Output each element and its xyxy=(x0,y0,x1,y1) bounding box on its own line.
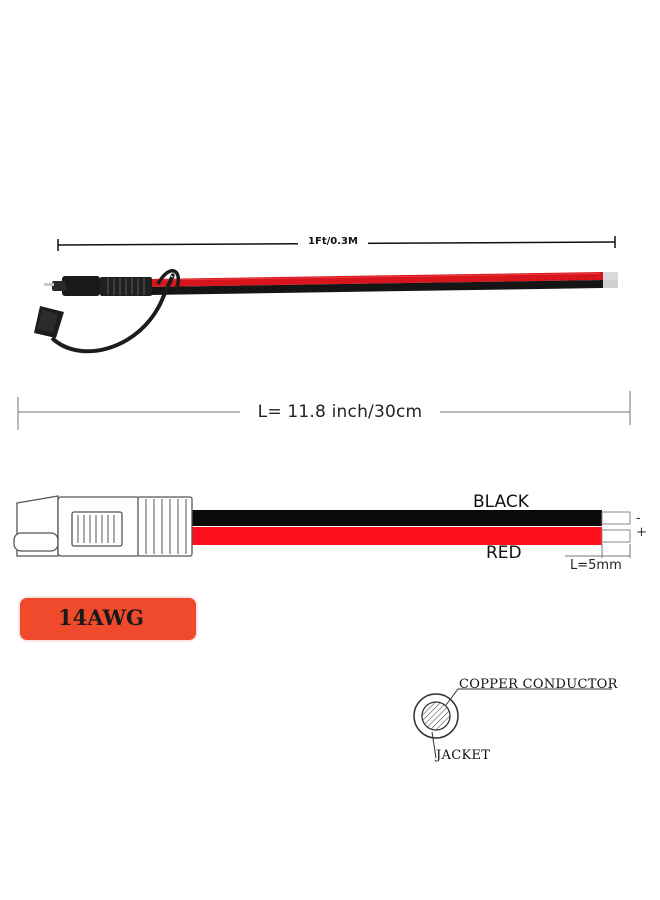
positive-terminal-label: + xyxy=(636,525,647,540)
copper-conductor-label: COPPER CONDUCTOR xyxy=(459,677,618,692)
cable-cross-section xyxy=(413,688,612,759)
wire-gauge-text: 14AWG xyxy=(58,605,144,630)
strip-length-bracket xyxy=(565,544,631,558)
diagram-sae-connector xyxy=(13,495,193,557)
jacket-label: JACKET xyxy=(436,748,491,763)
black-wire-label: BLACK xyxy=(473,492,529,512)
overall-length-label: L= 11.8 inch/30cm xyxy=(240,402,440,422)
diagram-wires xyxy=(190,510,631,545)
photo-length-label: 1Ft/0.3M xyxy=(298,236,368,247)
negative-terminal-label: - xyxy=(636,511,641,526)
strip-length-label: L=5mm xyxy=(570,558,622,573)
wire-gauge-badge: 14AWG xyxy=(20,598,196,640)
diagram-connector-grip-lines xyxy=(77,499,187,554)
red-wire-label: RED xyxy=(486,543,522,563)
photo-cable xyxy=(34,269,618,354)
